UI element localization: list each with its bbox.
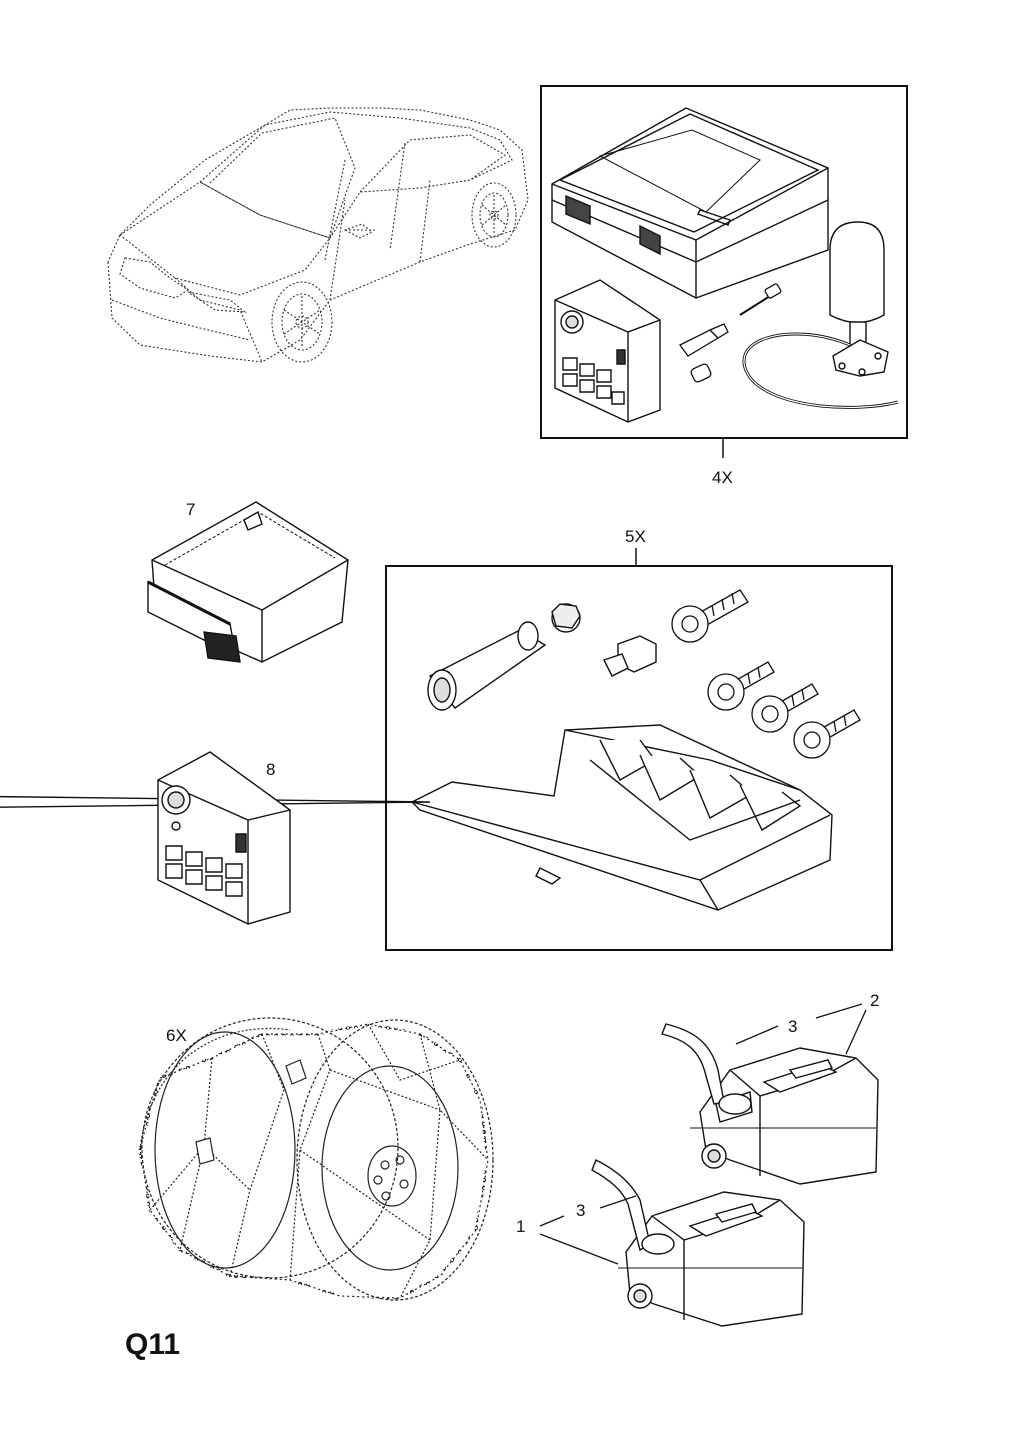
first-aid-bag [148, 502, 348, 662]
bolt-tray [0, 725, 832, 910]
page-code: Q11 [125, 1328, 181, 1361]
kit-compressor [555, 280, 660, 422]
label-compressor: 8 [266, 760, 275, 779]
valve-parts [680, 283, 782, 383]
label-spout-rear: 3 [788, 1017, 797, 1036]
label-first-aid-bag: 7 [186, 500, 195, 519]
label-snow-chains: 6X [166, 1026, 187, 1045]
key-adapter [604, 636, 656, 676]
fuel-can-rear [662, 1024, 878, 1184]
tyre-inflator [158, 752, 290, 924]
fuel-can-front [592, 1160, 804, 1326]
label-can-rear: 2 [870, 991, 879, 1010]
label-bolt-set: 5X [625, 527, 646, 546]
snow-chains [140, 1018, 493, 1300]
label-can-front: 1 [516, 1217, 525, 1236]
tyre-repair-case [552, 108, 828, 298]
bolt-set-frame [386, 548, 892, 950]
locking-bolts [672, 590, 860, 758]
label-spout-front: 3 [576, 1201, 585, 1220]
sealant-bottle [744, 222, 898, 407]
car-illustration [108, 108, 528, 362]
locking-cap [552, 604, 580, 632]
kit-frame [541, 86, 907, 458]
label-kit: 4X [712, 468, 733, 487]
leader-lines [540, 1004, 866, 1264]
socket-adapter [428, 622, 545, 710]
